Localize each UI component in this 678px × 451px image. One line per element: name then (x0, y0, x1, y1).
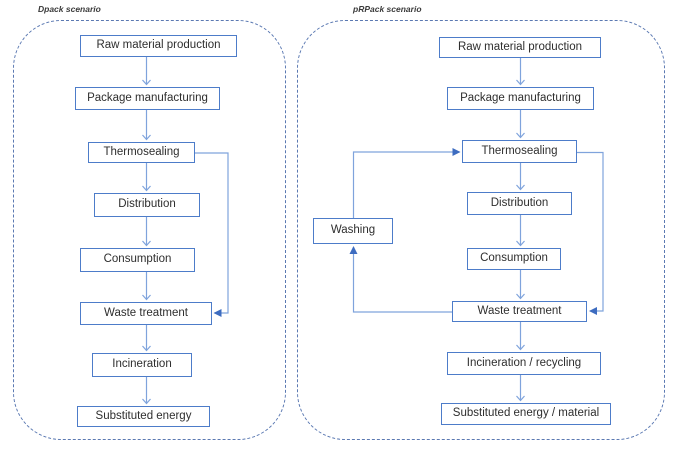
prpack-scenario-container (297, 20, 665, 440)
node-dpack-distribution: Distribution (94, 193, 200, 217)
node-dpack-raw-material-production: Raw material production (80, 35, 237, 57)
node-prpack-raw-material-production: Raw material production (439, 37, 601, 58)
prpack-scenario-label: pRPack scenario (353, 4, 422, 14)
node-prpack-incineration-recycling: Incineration / recycling (447, 352, 601, 375)
node-prpack-waste-treatment: Waste treatment (452, 301, 587, 322)
node-prpack-substituted-energy-material: Substituted energy / material (441, 403, 611, 425)
node-prpack-package-manufacturing: Package manufacturing (447, 87, 594, 110)
node-dpack-substituted-energy: Substituted energy (77, 406, 210, 427)
node-prpack-thermosealing: Thermosealing (462, 140, 577, 163)
node-prpack-washing: Washing (313, 218, 393, 244)
node-prpack-distribution: Distribution (467, 192, 572, 215)
node-dpack-thermosealing: Thermosealing (88, 142, 195, 163)
node-dpack-package-manufacturing: Package manufacturing (75, 87, 220, 110)
dpack-scenario-container (13, 20, 286, 440)
node-dpack-consumption: Consumption (80, 248, 195, 272)
node-dpack-waste-treatment: Waste treatment (80, 302, 212, 325)
node-dpack-incineration: Incineration (92, 353, 192, 377)
node-prpack-consumption: Consumption (467, 248, 561, 270)
dpack-scenario-label: Dpack scenario (38, 4, 101, 14)
